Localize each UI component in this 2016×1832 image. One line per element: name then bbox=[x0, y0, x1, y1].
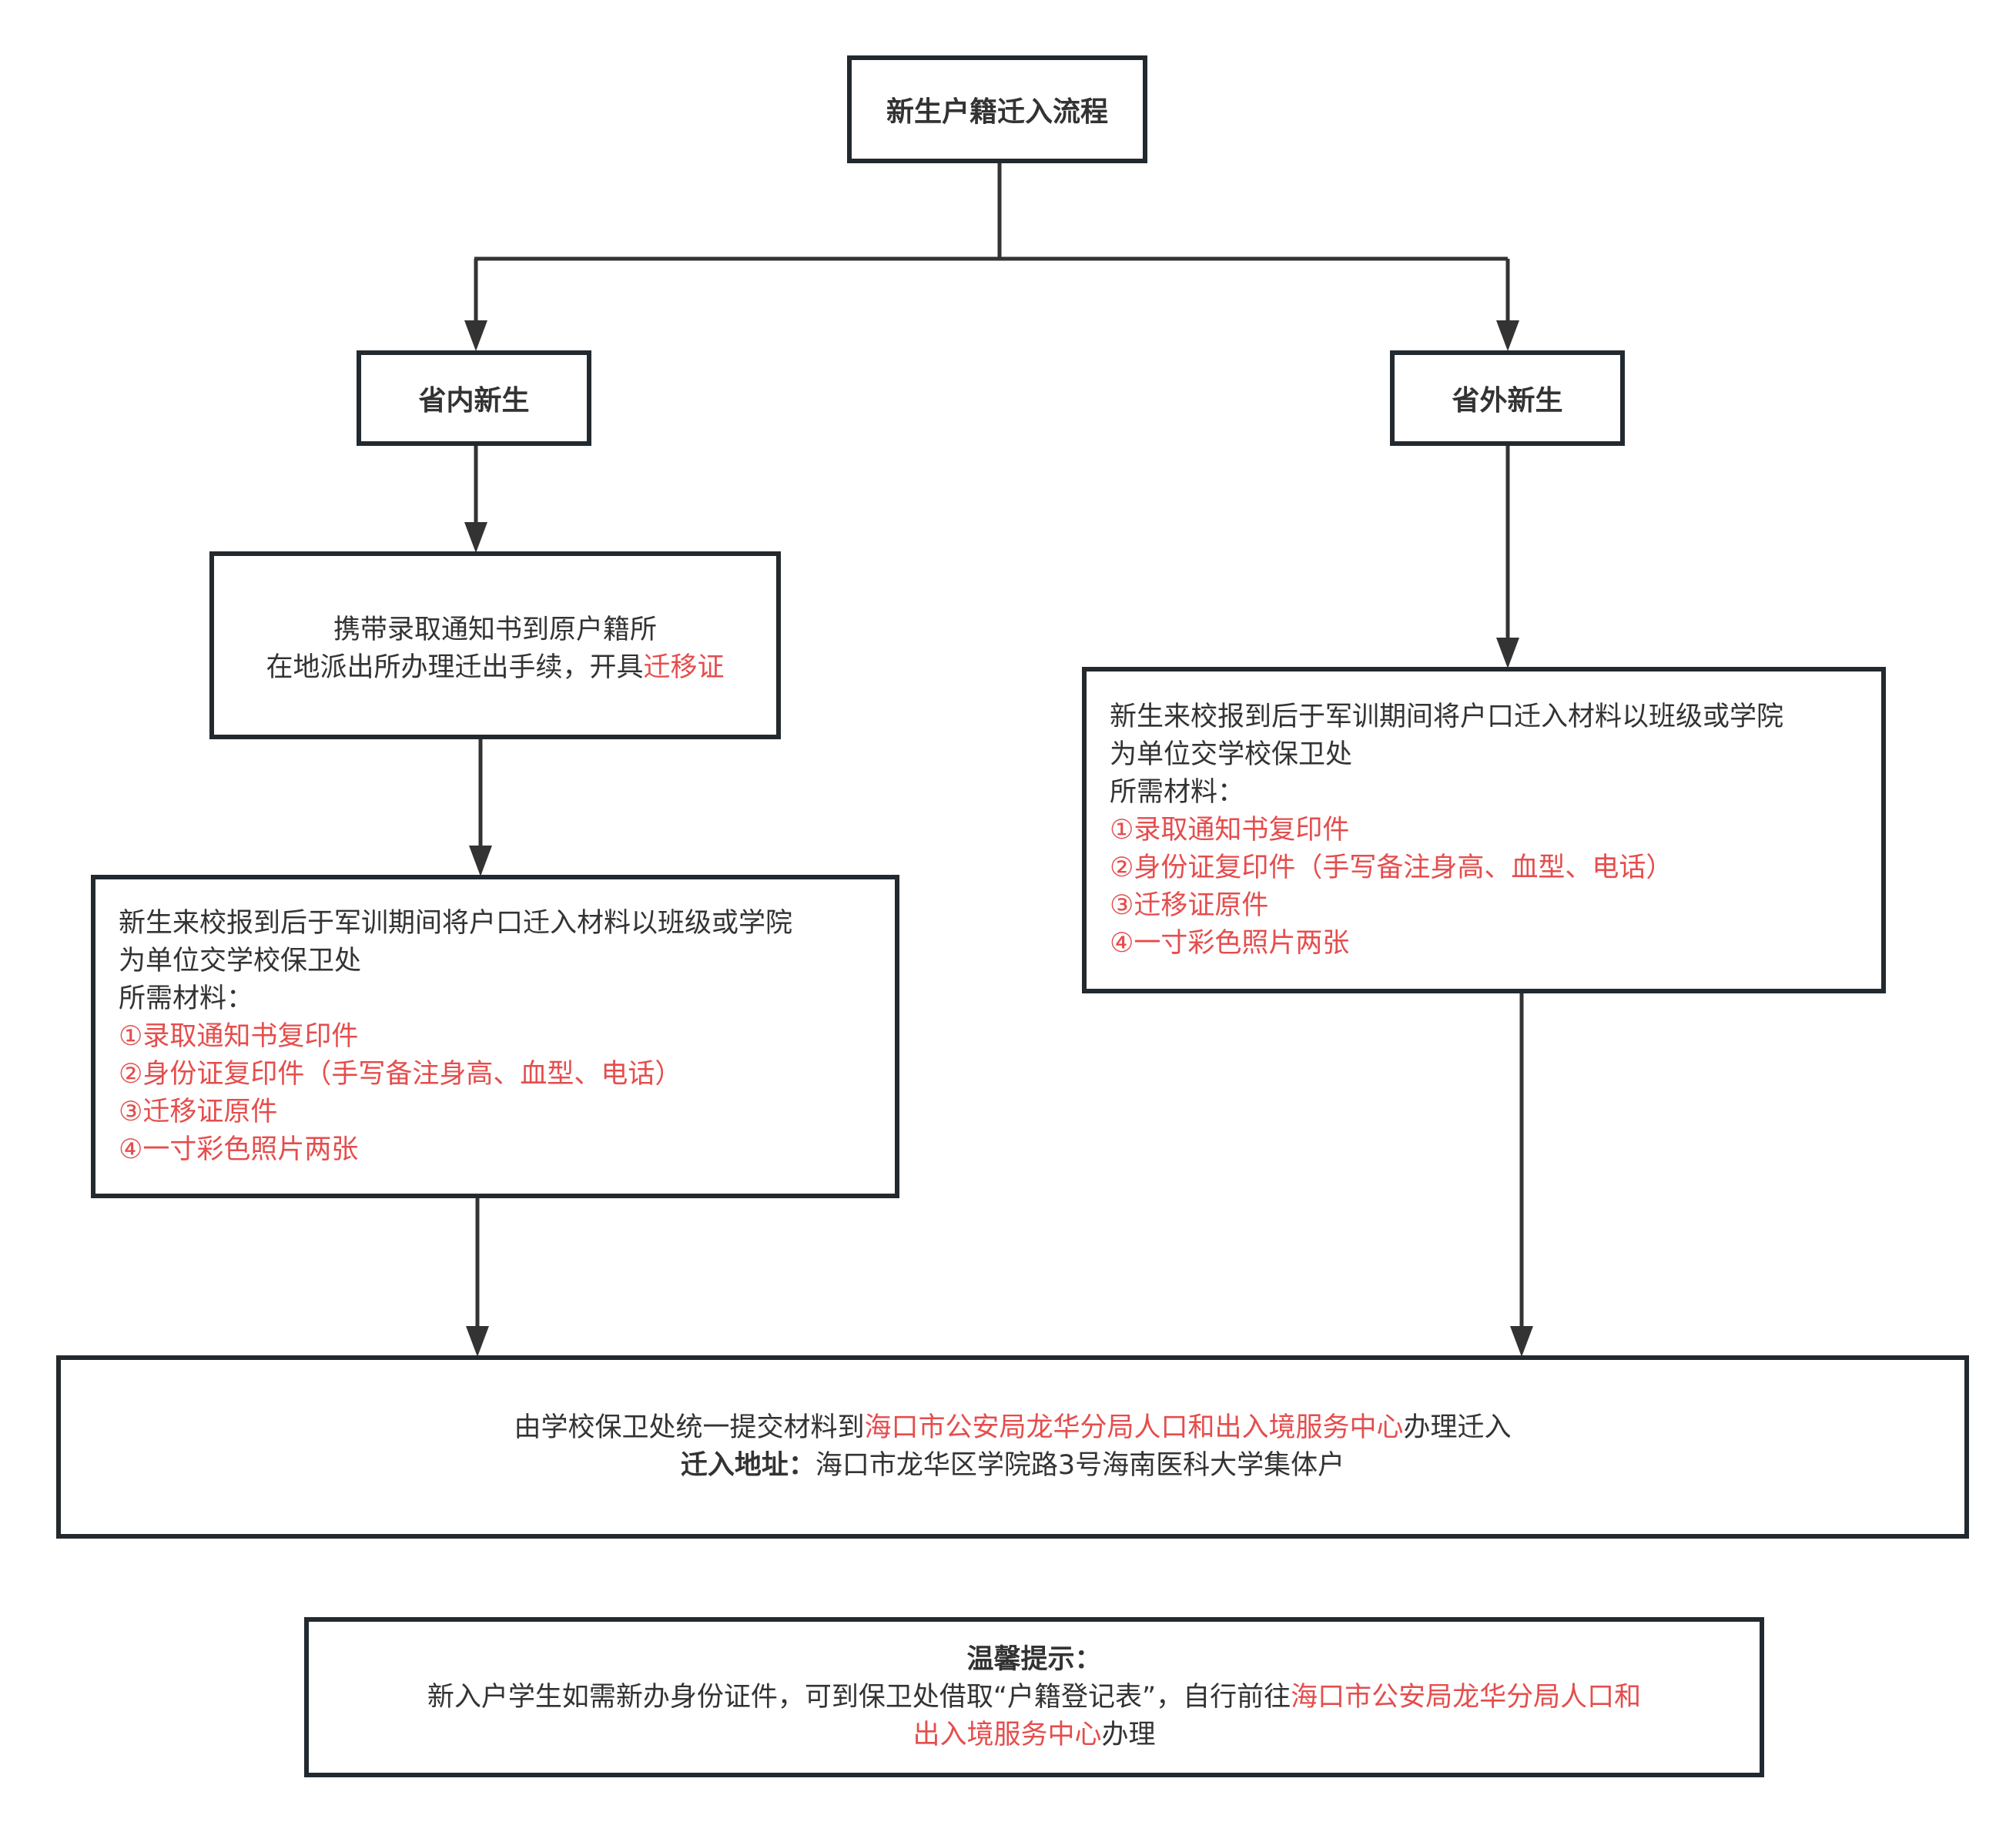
out-materials-label: 所需材料： bbox=[1110, 776, 1245, 808]
step1-line2-text: 在地派出所办理迁出手续，开具 bbox=[266, 652, 644, 683]
tip-line1: 新入户学生如需新办身份证件，可到保卫处借取“户籍登记表”，自行前往海口市公安局龙… bbox=[427, 1679, 1641, 1716]
step2-intro-line2: 为单位交学校保卫处 bbox=[119, 945, 362, 976]
tip-line2: 出入境服务中心办理 bbox=[913, 1716, 1155, 1754]
title-box: 新生户籍迁入流程 bbox=[847, 55, 1147, 163]
tip-line2-suffix: 办理 bbox=[1101, 1719, 1156, 1750]
arrowhead-step2 bbox=[469, 846, 492, 876]
tip-line1-prefix: 新入户学生如需新办身份证件，可到保卫处借取“户籍登记表”，自行前往 bbox=[427, 1681, 1291, 1713]
final-line1-prefix: 由学校保卫处统一提交材料到 bbox=[514, 1412, 865, 1443]
step2-intro-line1: 新生来校报到后于军训期间将户口迁入材料以班级或学院 bbox=[119, 907, 793, 939]
tip-line2-highlight: 出入境服务中心 bbox=[913, 1719, 1102, 1750]
in-province-box: 省内新生 bbox=[357, 350, 591, 446]
step2-materials-label: 所需材料： bbox=[119, 983, 254, 1014]
final-line1-suffix: 办理迁入 bbox=[1403, 1412, 1512, 1443]
out-material-item: ②身份证复印件（手写备注身高、血型、电话） bbox=[1110, 852, 1673, 883]
tip-heading: 温馨提示： bbox=[966, 1643, 1102, 1675]
in-province-step1-box: 携带录取通知书到原户籍所 在地派出所办理迁出手续，开具迁移证 bbox=[209, 551, 781, 739]
tip-box: 温馨提示： 新入户学生如需新办身份证件，可到保卫处借取“户籍登记表”，自行前往海… bbox=[304, 1617, 1764, 1777]
arrowhead-final-left bbox=[466, 1326, 489, 1357]
out-province-box: 省外新生 bbox=[1390, 350, 1625, 446]
address-value: 海口市龙华区学院路3号海南医科大学集体户 bbox=[815, 1450, 1345, 1481]
out-material-item: ③迁移证原件 bbox=[1110, 889, 1269, 921]
final-service-center: 海口市公安局龙华分局人口和出入境服务中心 bbox=[864, 1412, 1404, 1443]
address-label: 迁入地址： bbox=[680, 1450, 815, 1481]
step1-line2: 在地派出所办理迁出手续，开具迁移证 bbox=[266, 649, 724, 687]
step2-material-item: ③迁移证原件 bbox=[119, 1096, 278, 1127]
in-province-label: 省内新生 bbox=[418, 385, 530, 417]
step2-material-item: ④一寸彩色照片两张 bbox=[119, 1134, 359, 1165]
step1-line1: 携带录取通知书到原户籍所 bbox=[333, 615, 657, 645]
out-province-step-box: 新生来校报到后于军训期间将户口迁入材料以班级或学院 为单位交学校保卫处 所需材料… bbox=[1082, 667, 1886, 993]
out-intro-line2: 为单位交学校保卫处 bbox=[1110, 738, 1353, 770]
out-province-label: 省外新生 bbox=[1452, 385, 1563, 417]
arrowhead-final-right bbox=[1510, 1326, 1533, 1357]
final-address-line: 迁入地址：海口市龙华区学院路3号海南医科大学集体户 bbox=[681, 1447, 1345, 1485]
step2-material-item: ②身份证复印件（手写备注身高、血型、电话） bbox=[119, 1058, 682, 1090]
final-line1: 由学校保卫处统一提交材料到海口市公安局龙华分局人口和出入境服务中心办理迁入 bbox=[514, 1409, 1511, 1447]
flow-title: 新生户籍迁入流程 bbox=[886, 96, 1108, 128]
arrowhead-out-province bbox=[1496, 320, 1519, 351]
final-step-box: 由学校保卫处统一提交材料到海口市公安局龙华分局人口和出入境服务中心办理迁入 迁入… bbox=[56, 1355, 1969, 1539]
step2-material-item: ①录取通知书复印件 bbox=[119, 1020, 359, 1052]
out-material-item: ①录取通知书复印件 bbox=[1110, 814, 1350, 846]
arrowhead-right-step bbox=[1496, 638, 1519, 668]
arrowhead-step1 bbox=[464, 522, 487, 553]
step1-highlight-migration-cert: 迁移证 bbox=[643, 652, 725, 683]
tip-line1-highlight: 海口市公安局龙华分局人口和 bbox=[1291, 1681, 1642, 1713]
arrowhead-in-province bbox=[464, 320, 487, 351]
out-material-item: ④一寸彩色照片两张 bbox=[1110, 927, 1350, 959]
in-province-step2-box: 新生来校报到后于军训期间将户口迁入材料以班级或学院 为单位交学校保卫处 所需材料… bbox=[91, 875, 899, 1198]
out-intro-line1: 新生来校报到后于军训期间将户口迁入材料以班级或学院 bbox=[1110, 701, 1784, 732]
